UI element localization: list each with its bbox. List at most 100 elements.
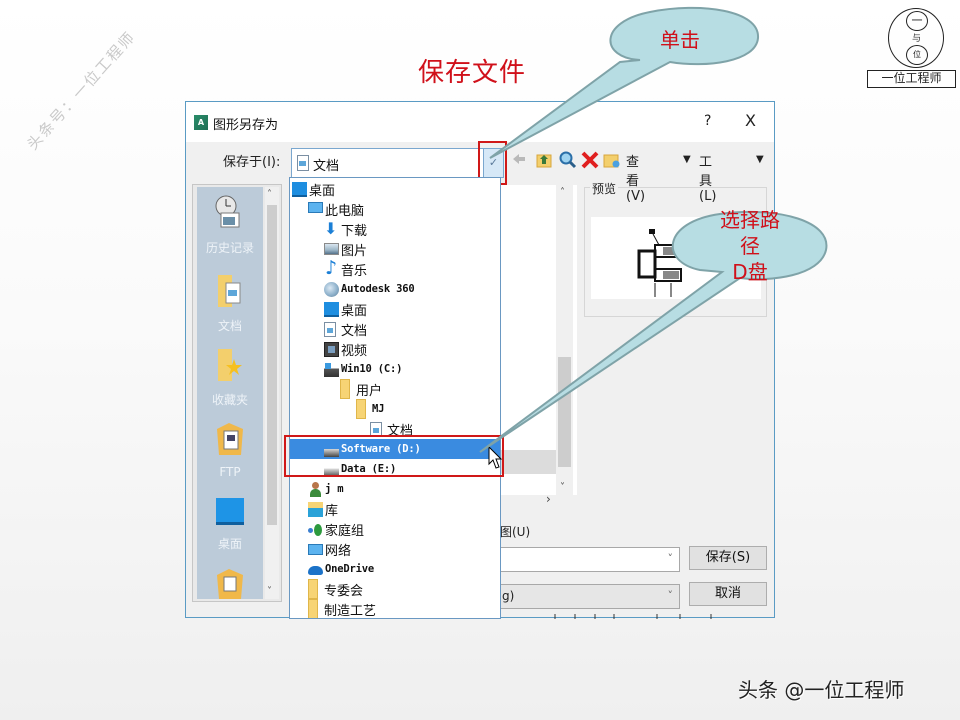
save-in-value: 文档 [313,159,340,174]
document-icon [297,155,309,171]
scroll-right-icon[interactable]: › [546,492,551,506]
tree-item-label: 家庭组 [325,523,365,539]
tree-item-onedrive[interactable]: OneDrive [308,559,374,579]
tree-item-committee[interactable]: 专委会 [308,579,363,599]
hard-drive-icon [324,461,339,477]
view-dropdown-arrow-icon[interactable]: ▼ [683,154,691,165]
folder-icon [356,399,366,419]
tree-item-libraries[interactable]: 库 [308,499,338,519]
watermark: 头条号：一位工程师 [23,27,140,154]
tree-item-drive-d[interactable]: Software (D:) [290,439,500,459]
desktop-icon [216,498,244,525]
new-folder-icon[interactable] [603,151,621,169]
tree-item-desktop-2[interactable]: 桌面 [324,299,367,319]
dialog-title: 图形另存为 [213,118,279,133]
place-documents[interactable]: 文档 [197,273,263,334]
pictures-icon [324,243,339,255]
tree-item-manufacturing[interactable]: 制造工艺 [308,599,377,619]
callout-select-path-line1: 选择路 [720,208,780,232]
tree-item-mj-documents[interactable]: 文档 [370,419,413,439]
tree-item-label: 图片 [341,243,368,259]
tree-item-autodesk-360[interactable]: Autodesk 360 [324,279,415,299]
autocad-app-icon: A [194,115,208,130]
tree-item-users[interactable]: 用户 [340,379,382,399]
tree-item-homegroup[interactable]: 家庭组 [308,519,364,539]
close-button[interactable]: X [745,111,756,130]
onedrive-icon [308,562,323,577]
up-folder-icon[interactable] [536,151,554,169]
tree-item-user-jm[interactable]: j m [308,479,344,499]
places-scrollbar[interactable]: ˄ ˅ [265,187,279,599]
tree-item-label: j m [325,483,344,495]
folder-icon [308,579,318,599]
chevron-down-icon[interactable]: ˅ [667,552,674,565]
favorites-folder-icon [218,349,242,381]
cancel-button[interactable]: 取消 [689,582,767,606]
help-button[interactable]: ? [704,113,712,129]
place-history[interactable]: 历史记录 [197,195,263,256]
place-favorites-label: 收藏夹 [211,393,248,407]
tree-item-music[interactable]: 音乐 [324,257,368,279]
save-in-label: 保存于(I): [223,155,281,170]
delete-icon[interactable] [581,151,599,169]
tree-item-label: 音乐 [341,263,368,279]
tree-item-videos[interactable]: 视频 [324,339,367,359]
tree-item-network[interactable]: 网络 [308,539,351,559]
ftp-folder-icon [217,423,243,455]
tree-item-label: 网络 [325,543,352,559]
place-buzzsaw[interactable] [197,567,263,607]
scrollbar-thumb[interactable] [558,357,571,467]
desktop-icon [324,301,339,317]
video-icon [324,341,339,357]
search-icon[interactable] [559,151,577,169]
scroll-down-icon[interactable]: ˅ [560,482,565,493]
place-history-label: 历史记录 [205,241,254,255]
dialog-titlebar: A 图形另存为 ? X [186,102,774,142]
tools-dropdown-arrow-icon[interactable]: ▼ [756,154,764,165]
filename-input[interactable]: ˅ [499,547,680,572]
tree-item-pictures[interactable]: 图片 [324,239,367,259]
hard-drive-icon [324,441,339,457]
place-desktop[interactable]: 桌面 [197,497,263,552]
tree-item-label: 此电脑 [325,203,365,219]
tree-item-label: 下载 [341,223,368,239]
download-icon [324,219,339,238]
logo-bottom-circle: 位 [906,45,928,65]
chevron-down-icon[interactable]: ˅ [667,589,674,602]
folder-icon [308,599,318,618]
tree-item-drive-c[interactable]: Win10 (C:) [324,359,402,379]
callout-select-path-line2: 径 [740,234,760,258]
filetype-dropdown[interactable]: g) ˅ [499,584,680,609]
callout-select-path-line3: D盘 [732,260,768,284]
update-thumbnail-label[interactable]: 图(U) [500,525,531,539]
footer-brand: 头条 @一位工程师 [738,678,905,702]
tree-item-label: 库 [325,503,339,519]
tree-item-drive-e[interactable]: Data (E:) [324,459,396,479]
save-in-tree-dropdown[interactable]: 桌面 此电脑 下载 图片 音乐 Autodesk 360 桌面 文档 视频 Wi… [289,177,501,619]
file-list-vertical-scrollbar[interactable]: ˄ ˅ [556,185,573,495]
tree-item-this-pc[interactable]: 此电脑 [308,199,364,219]
logo-text: 一位工程师 [867,70,956,88]
buzzsaw-folder-icon [217,569,243,599]
history-icon [215,195,240,228]
scrollbar-thumb[interactable] [267,205,277,525]
library-icon [308,501,323,517]
back-icon[interactable] [511,151,527,167]
tree-item-downloads[interactable]: 下载 [324,219,367,239]
place-favorites[interactable]: 收藏夹 [197,347,263,408]
file-list-selected-row[interactable] [499,450,556,474]
scroll-up-icon[interactable]: ˄ [267,189,272,200]
tree-item-label: 制造工艺 [324,603,377,619]
save-in-dropdown[interactable]: 文档 ✓ [291,148,504,178]
save-button[interactable]: 保存(S) [689,546,767,570]
tree-item-desktop[interactable]: 桌面 [292,179,335,199]
tree-item-label: MJ [372,403,385,415]
place-ftp[interactable]: FTP [197,421,263,479]
tree-item-label: 桌面 [309,183,336,199]
scroll-up-icon[interactable]: ˄ [560,187,565,198]
callout-click-text: 单击 [660,28,700,52]
scroll-down-icon[interactable]: ˅ [267,586,272,597]
tree-item-label: 用户 [356,383,383,399]
tree-item-documents[interactable]: 文档 [324,319,367,339]
tree-item-mj[interactable]: MJ [356,399,384,419]
